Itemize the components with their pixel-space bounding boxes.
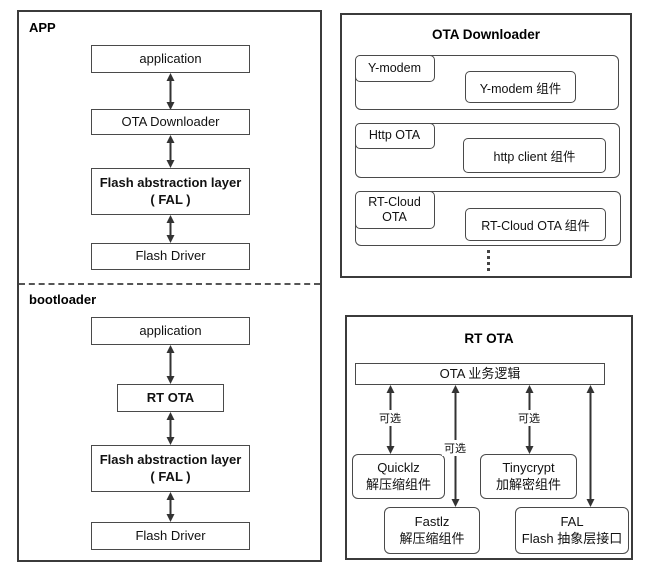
arrow-down-head — [166, 437, 174, 445]
rt-cloud-ota-row: RT-Cloud OTA RT-Cloud OTA 组件 — [354, 190, 621, 246]
arrow-down-head — [166, 235, 174, 243]
arrow-down-head — [166, 160, 174, 168]
box-label-line2: 解压缩组件 — [365, 476, 431, 492]
app-bootloader-panel: APP application OTA Downloader Flash abs… — [17, 10, 322, 562]
arrow-down-head — [586, 499, 594, 507]
ellipsis-dot — [487, 256, 490, 259]
arrow-shaft — [169, 223, 171, 235]
fastlz-box: Fastlz 解压缩组件 — [384, 507, 480, 554]
tab-label: RT-Cloud OTA — [368, 194, 421, 224]
optional-label: 可选 — [442, 440, 468, 456]
arrow-shaft — [169, 420, 171, 437]
ota-downloader-panel: OTA Downloader Y-modem Y-modem 组件 Http O… — [340, 13, 632, 278]
component-label: http client 组件 — [493, 150, 576, 164]
box-label-line2: 解压缩组件 — [399, 530, 465, 546]
component-label: Y-modem 组件 — [479, 81, 562, 96]
optional-label: 可选 — [516, 410, 542, 426]
arrow-up-head — [166, 492, 174, 500]
arrow-down-head — [166, 376, 174, 384]
arrow-down-head — [166, 514, 174, 522]
ota-downloader-panel-title: OTA Downloader — [432, 27, 540, 42]
tab-label: Y-modem — [367, 60, 422, 75]
box-label: OTA 业务逻辑 — [439, 365, 521, 381]
arrow-up-head — [586, 385, 594, 393]
bootloader-fal-box: Flash abstraction layer ( FAL ) — [91, 445, 250, 492]
quicklz-box: Quicklz 解压缩组件 — [352, 454, 445, 499]
tab-label: Http OTA — [368, 128, 421, 142]
arrow-shaft — [589, 393, 591, 499]
ellipsis-dot — [487, 250, 490, 253]
vertical-ellipsis-icon — [487, 250, 490, 271]
ota-business-logic-box: OTA 业务逻辑 — [355, 363, 605, 385]
box-label-line1: Fastlz — [414, 513, 450, 529]
rt-ota-panel: RT OTA OTA 业务逻辑 可选 可选 可选 Quicklz 解压缩组件 T… — [345, 315, 633, 560]
ymodem-row: Y-modem Y-modem 组件 — [354, 54, 619, 110]
box-label: Flash Driver — [135, 527, 206, 543]
arrow-down-head — [451, 499, 459, 507]
box-label-line1: Flash abstraction layer — [99, 175, 242, 191]
rt-ota-panel-title: RT OTA — [464, 331, 514, 346]
http-client-component-box: http client 组件 — [463, 138, 606, 173]
box-label: OTA Downloader — [121, 113, 220, 129]
app-section-label: APP — [29, 20, 56, 35]
arrow-up-head — [166, 73, 174, 81]
component-label: RT-Cloud OTA 组件 — [481, 219, 590, 233]
box-label-line1: Quicklz — [377, 459, 420, 475]
bootloader-rt-ota-box: RT OTA — [117, 384, 224, 412]
rt-cloud-component-box: RT-Cloud OTA 组件 — [465, 208, 606, 241]
app-flash-driver-box: Flash Driver — [91, 243, 250, 270]
double-arrow — [165, 73, 176, 110]
double-arrow — [165, 412, 176, 445]
arrow-shaft — [169, 500, 171, 514]
box-label: application — [139, 322, 202, 338]
arrow-shaft — [169, 353, 171, 376]
box-label: RT OTA — [146, 389, 195, 405]
double-arrow — [165, 215, 176, 243]
arrow-up-head — [166, 135, 174, 143]
double-arrow-fal — [585, 385, 596, 507]
box-label: application — [139, 50, 202, 66]
app-fal-box: Flash abstraction layer ( FAL ) — [91, 168, 250, 215]
arrow-down-head — [386, 446, 394, 454]
arrow-up-head — [525, 385, 533, 393]
rt-cloud-ota-tab: RT-Cloud OTA — [354, 190, 435, 229]
box-label: Flash Driver — [135, 248, 206, 264]
bootloader-section-label: bootloader — [29, 292, 97, 307]
fal-interface-box: FAL Flash 抽象层接口 — [515, 507, 629, 554]
arrow-up-head — [451, 385, 459, 393]
bootloader-application-box: application — [91, 317, 250, 345]
ymodem-component-box: Y-modem 组件 — [465, 71, 576, 103]
ellipsis-dot — [487, 262, 490, 265]
double-arrow — [165, 345, 176, 384]
arrow-up-head — [166, 345, 174, 353]
section-divider — [19, 283, 320, 285]
tinycrypt-box: Tinycrypt 加解密组件 — [480, 454, 577, 499]
box-label-line1: Flash abstraction layer — [99, 452, 242, 468]
app-ota-downloader-box: OTA Downloader — [91, 109, 250, 135]
ymodem-tab: Y-modem — [354, 54, 435, 82]
box-label-line1: Tinycrypt — [502, 459, 555, 475]
arrow-down-head — [166, 102, 174, 110]
box-label-line1: FAL — [560, 513, 584, 529]
ellipsis-dot — [487, 268, 490, 271]
arrow-shaft — [169, 81, 171, 102]
box-label-line2: ( FAL ) — [150, 191, 191, 207]
bootloader-flash-driver-box: Flash Driver — [91, 522, 250, 550]
double-arrow — [165, 492, 176, 522]
arrow-up-head — [166, 215, 174, 223]
arrow-down-head — [525, 446, 533, 454]
box-label-line2: ( FAL ) — [150, 468, 191, 484]
optional-label: 可选 — [377, 410, 403, 426]
arrow-shaft — [169, 143, 171, 160]
arrow-up-head — [386, 385, 394, 393]
http-ota-row: Http OTA http client 组件 — [354, 122, 620, 178]
http-ota-tab: Http OTA — [354, 122, 435, 149]
double-arrow — [165, 135, 176, 168]
arrow-up-head — [166, 412, 174, 420]
box-label-line2: 加解密组件 — [495, 476, 561, 492]
box-label-line2: Flash 抽象层接口 — [521, 530, 623, 546]
app-application-box: application — [91, 45, 250, 73]
